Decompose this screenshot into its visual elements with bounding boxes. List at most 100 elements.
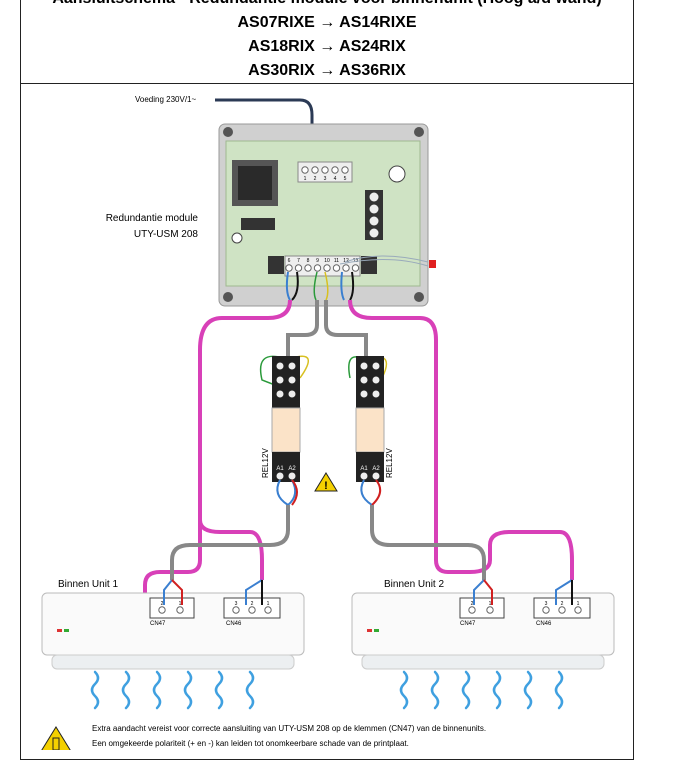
airflow-wave [214,670,224,710]
grey-cable-unit1 [170,505,290,580]
module-name-label: Redundantie module [106,213,199,224]
terminal-number: 11 [334,258,339,264]
status-led [57,629,62,632]
cn47-connector [149,597,195,619]
terminal-number: 1 [304,176,307,182]
terminal-number: 2 [561,601,564,607]
terminal-screw [304,264,312,272]
terminal-screw [341,166,349,174]
board-wire [344,255,429,263]
title-line: Aansluitschema - Redundantie module voor… [20,0,634,9]
terminal-number: 4 [334,176,337,182]
terminal-screw [285,264,293,272]
relay-1: A1 A2 [271,356,301,482]
relay-top [272,356,300,408]
terminal-screw [248,606,256,614]
bottom-terminal-end [361,256,377,274]
terminal-screw [264,606,272,614]
model-line-1: AS07RIXE → AS14RIXE [237,14,417,31]
terminal-screw [321,166,329,174]
terminal-number: 9 [316,258,319,264]
terminal-screw [542,606,550,614]
relay-top [356,356,384,408]
board-button [388,165,406,183]
note-warning-icon [41,726,71,750]
terminal-number: 6 [288,258,291,264]
terminal-screw [574,606,582,614]
grey-cable-relay1 [286,300,319,358]
pink-cable-unit1-cn46 [198,519,264,580]
grey-cable-relay2 [324,300,368,358]
terminal-screw [311,166,319,174]
note-line-2: Een omgekeerde polariteit (+ en -) kan l… [92,739,409,748]
terminal-number: 1 [179,601,182,607]
pink-cable-unit1 [143,299,292,602]
relay-body [271,407,301,453]
terminal-number: 1 [577,601,580,607]
relay1-blue [276,479,297,506]
cn47-connector [459,597,505,619]
terminal-screw [313,264,322,272]
power-cable [215,98,314,130]
terminal-number: 8 [307,258,310,264]
svg-text:!: ! [324,480,328,492]
airflow-wave [399,670,409,710]
terminal-screw [323,264,331,272]
terminal-screw [468,606,476,614]
wire-black [291,271,299,301]
unit1-blue [163,579,173,605]
terminal-number: 3 [545,601,548,607]
header: Aansluitschema - Redundantie module voor… [20,0,634,84]
status-led [374,629,379,632]
terminal-number: 3 [235,601,238,607]
terminal-screw [232,606,240,614]
housing-screw [223,292,233,302]
status-led [367,629,372,632]
housing-screw [414,127,424,137]
board-hole [231,232,243,244]
red-indicator [429,260,436,268]
cn46-label: CN46 [536,621,552,627]
cn47-label: CN47 [150,621,166,627]
wire-blue [340,271,345,301]
airflow-wave [523,670,533,710]
airflow-wave [183,670,193,710]
warning-icon: ! [314,472,338,492]
wire-yellow [324,271,329,301]
airflow-waves [90,670,564,710]
wire-black [349,271,355,301]
terminal-screw [486,606,494,614]
terminal-number: 1 [267,601,270,607]
terminal-screw [332,264,341,272]
relay-chip [241,218,275,230]
relay-a1: A1 [360,466,368,472]
terminal-screw [294,264,303,272]
terminal-number: 2 [314,176,317,182]
note-line-1: Extra aandacht vereist voor correcte aan… [92,724,486,733]
terminal-number: 2 [471,601,474,607]
module-model-label: UTY-USM 208 [134,229,199,240]
terminal-screw [301,166,309,174]
relay1-red [291,479,298,506]
relay-a1: A1 [276,466,284,472]
relay-2: A1 A2 [355,356,385,482]
terminal-screw [369,216,379,226]
terminal-number: 1 [489,601,492,607]
relay-a2: A2 [288,466,296,472]
bottom-terminal-block [284,255,361,277]
wire-blue [285,271,291,301]
status-led [64,629,69,632]
airflow-wave [554,670,564,710]
cn46-label: CN46 [226,621,242,627]
terminal-screw [176,606,184,614]
pink-cable-unit2 [348,299,470,574]
terminal-screw [369,228,379,238]
grey-cable-unit2 [370,505,486,580]
unit1-cn46-blue [245,579,263,605]
housing-screw [414,292,424,302]
relay-body [355,407,385,453]
terminal-number: 12 [343,258,349,264]
airflow-wave [245,670,255,710]
